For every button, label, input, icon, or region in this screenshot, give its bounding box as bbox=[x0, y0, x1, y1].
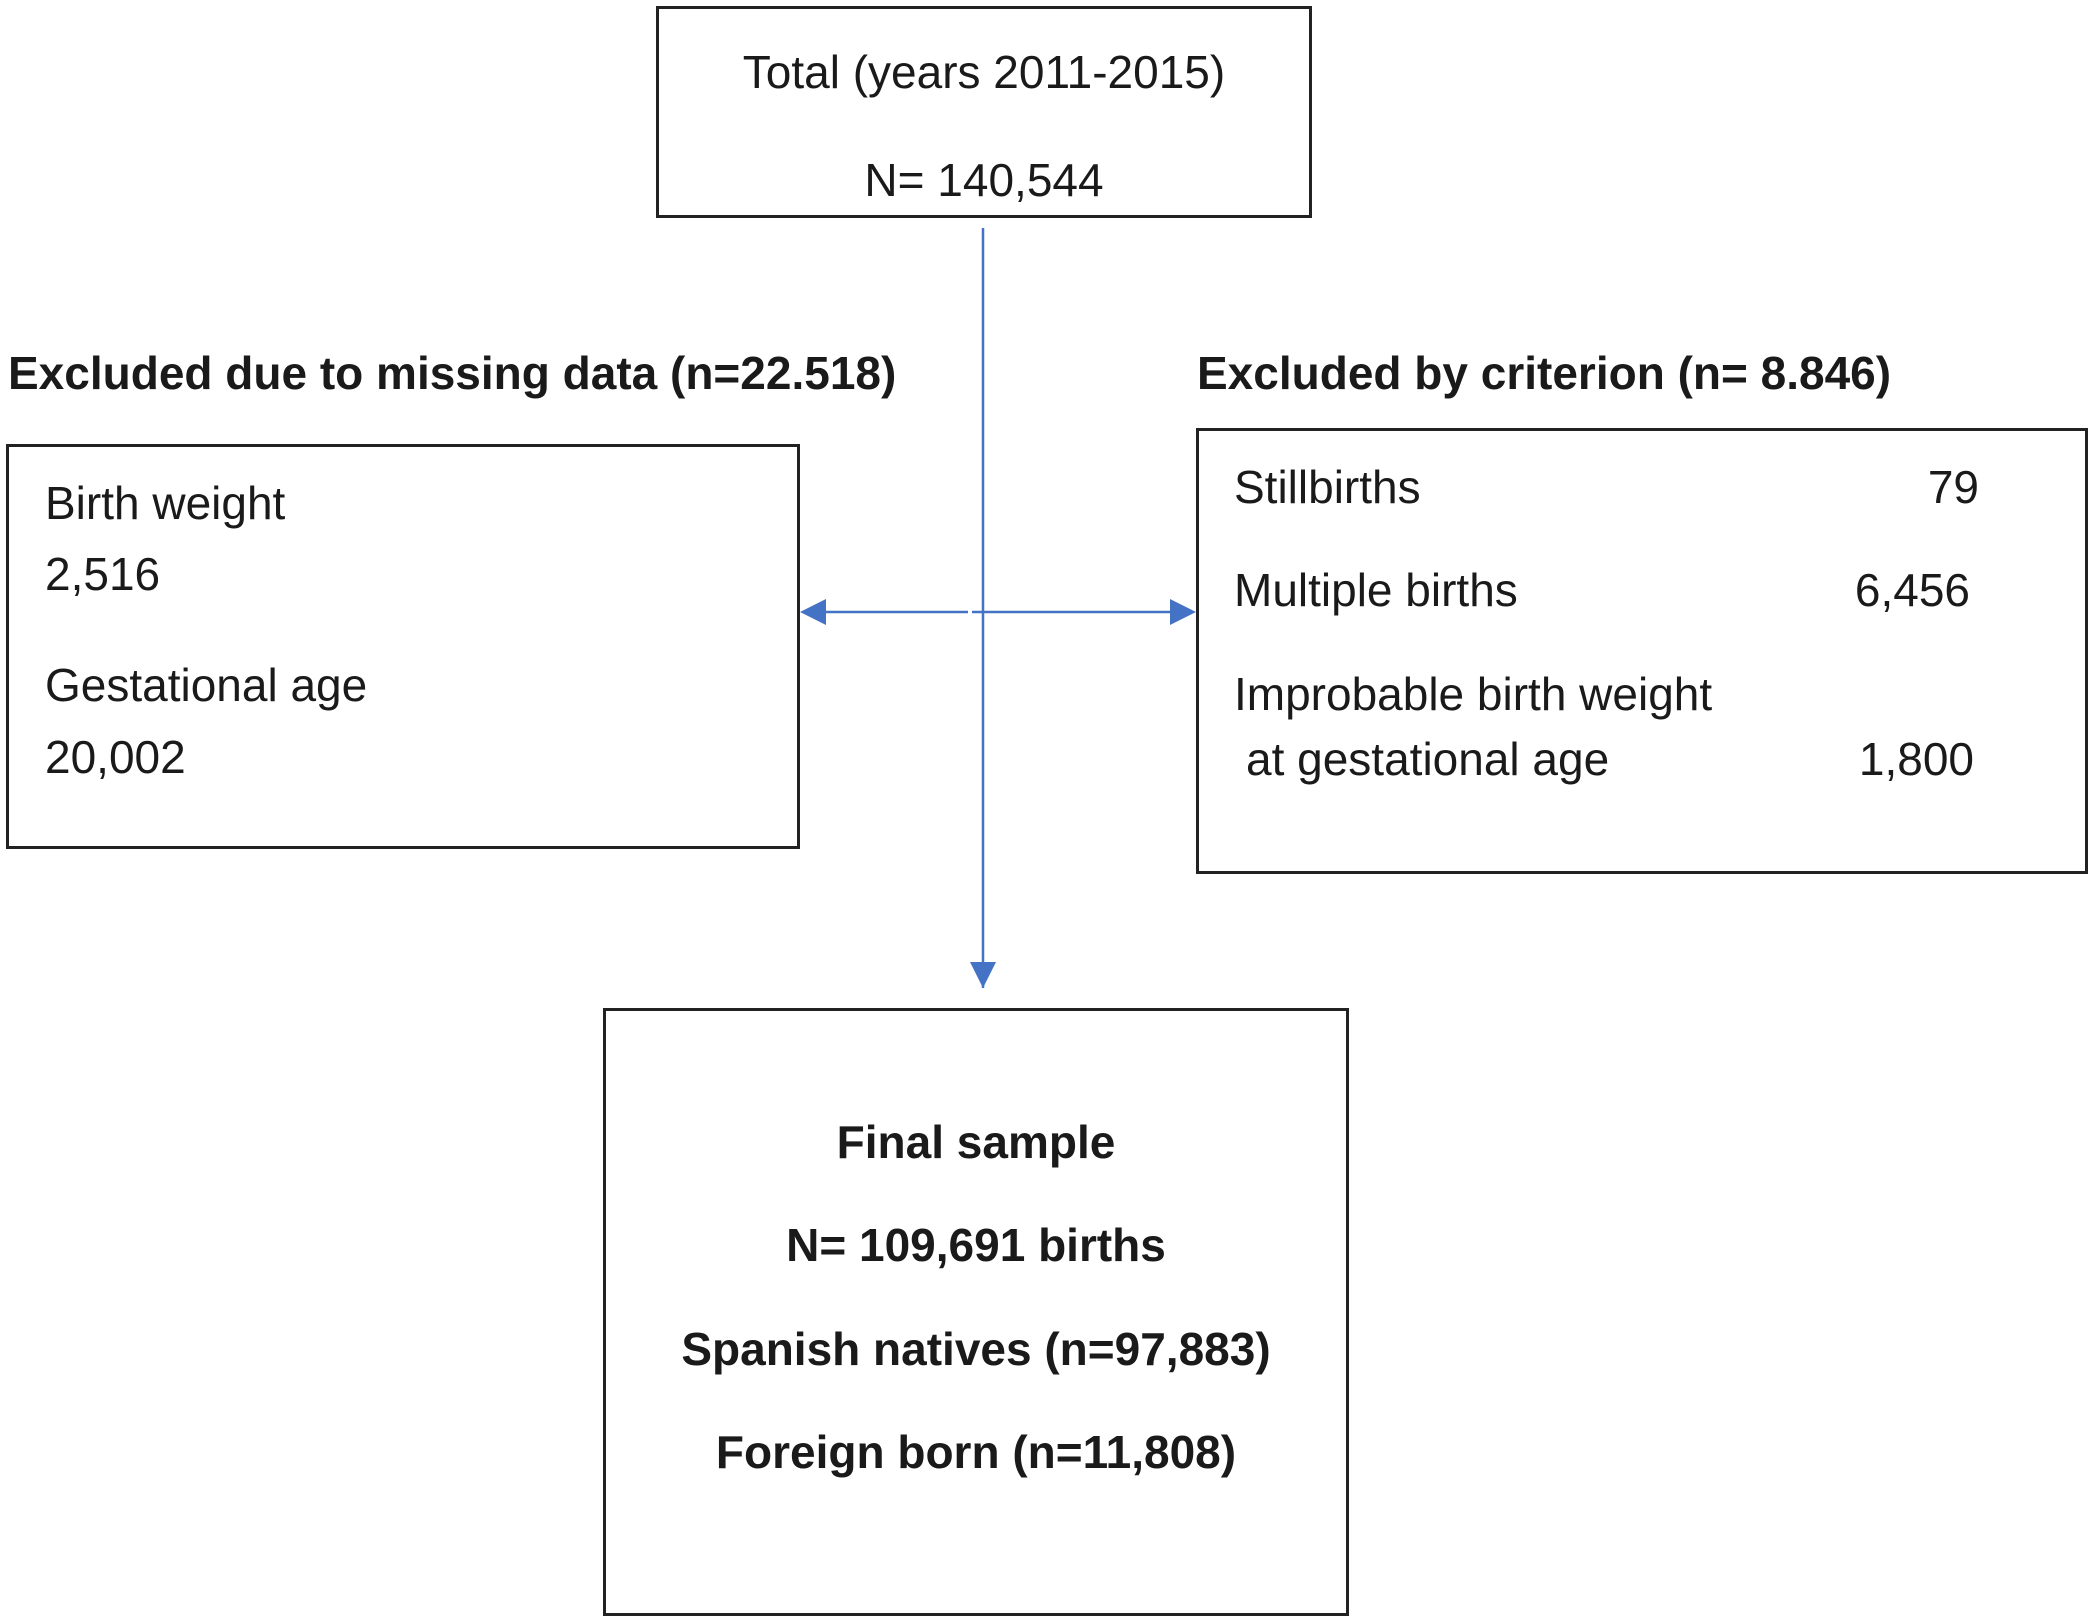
exclusion-arrowhead-right bbox=[1170, 599, 1196, 625]
total-box: Total (years 2011-2015) N= 140,544 bbox=[656, 6, 1312, 218]
criterion-box: Stillbirths 79 Multiple births 6,456 Imp… bbox=[1196, 428, 2088, 874]
spanish-natives: Spanish natives (n=97,883) bbox=[681, 1323, 1271, 1375]
final-sample-box: Final sample N= 109,691 births Spanish n… bbox=[603, 1008, 1349, 1616]
missing-data-box: Birth weight 2,516 Gestational age 20,00… bbox=[6, 444, 800, 849]
stillbirths-label: Stillbirths bbox=[1234, 461, 1421, 513]
total-n: N= 140,544 bbox=[864, 154, 1104, 206]
birth-weight-label: Birth weight bbox=[45, 477, 286, 529]
final-sample-title: Final sample bbox=[836, 1116, 1116, 1168]
improbable-birth-weight-label-line2: at gestational age bbox=[1246, 733, 1610, 785]
total-title: Total (years 2011-2015) bbox=[742, 46, 1226, 98]
multiple-births-label: Multiple births bbox=[1234, 564, 1518, 616]
improbable-birth-weight-label: Improbable birth weight bbox=[1234, 668, 1713, 720]
foreign-born: Foreign born (n=11,808) bbox=[715, 1426, 1237, 1478]
exclusion-arrowhead-left bbox=[800, 599, 826, 625]
criterion-header: Excluded by criterion (n= 8.846) bbox=[1197, 347, 1892, 399]
stillbirths-value: 79 bbox=[1927, 461, 1979, 513]
birth-weight-value: 2,516 bbox=[45, 548, 161, 600]
improbable-birth-weight-value: 1,800 bbox=[1858, 733, 1974, 785]
missing-data-header: Excluded due to missing data (n=22.518) bbox=[8, 347, 897, 399]
final-sample-n: N= 109,691 births bbox=[786, 1219, 1166, 1271]
main-flow-arrowhead bbox=[970, 962, 996, 988]
gestational-age-value: 20,002 bbox=[45, 731, 186, 783]
gestational-age-label: Gestational age bbox=[45, 659, 368, 711]
multiple-births-value: 6,456 bbox=[1854, 564, 1970, 616]
